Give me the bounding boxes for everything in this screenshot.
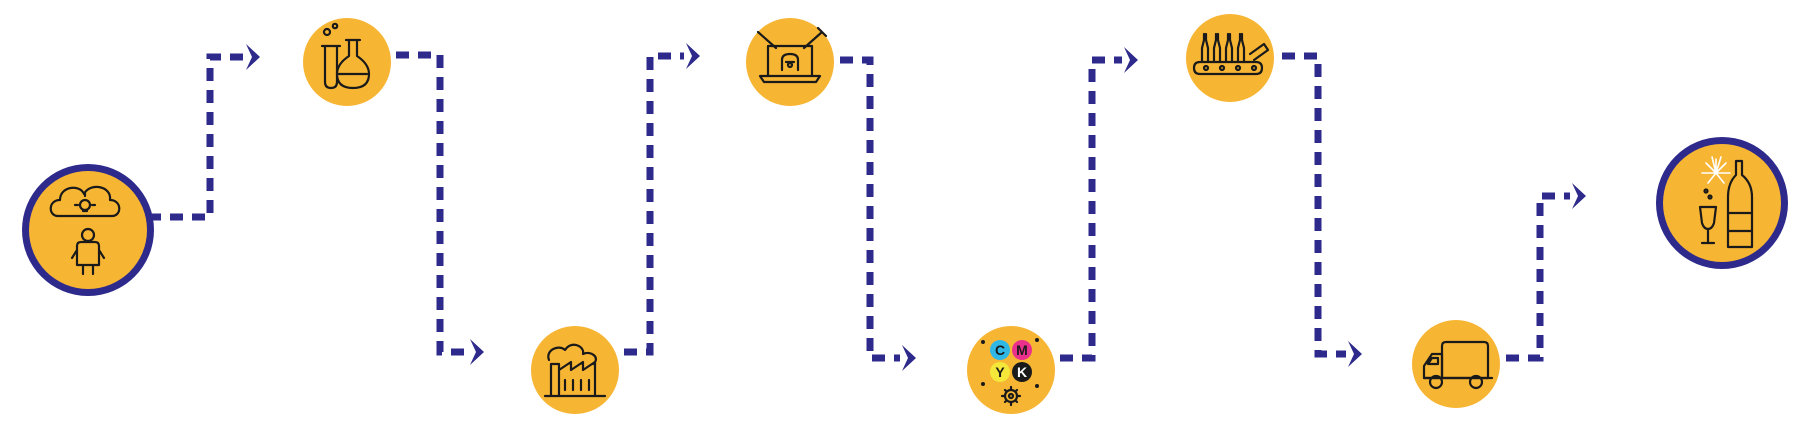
- cmyk-cyan-dot: [990, 340, 1010, 360]
- cmyk-letter-k: K: [1017, 364, 1027, 380]
- cmyk-letter-y: Y: [995, 364, 1005, 380]
- cmyk-magenta-dot: [1012, 340, 1032, 360]
- connector-5: [1060, 56, 1122, 362]
- node-factory-circle: [531, 326, 619, 414]
- arrowhead-2: [470, 339, 484, 365]
- delivery-truck-icon: [1422, 340, 1494, 390]
- connector-2: [396, 51, 468, 356]
- factory-icon: [543, 343, 607, 398]
- test-tube-flask-icon: [320, 22, 371, 90]
- node-delivery: [1412, 320, 1500, 408]
- bottling-conveyor-icon: [1192, 32, 1270, 76]
- connector-1: [148, 53, 245, 221]
- node-design: [746, 18, 834, 106]
- arrowhead-7: [1572, 183, 1586, 209]
- node-lab: [303, 18, 391, 106]
- node-lab-circle: [303, 18, 391, 106]
- arrowhead-1: [246, 44, 260, 70]
- cmyk-letter-m: M: [1016, 342, 1028, 358]
- laptop-design-pen-icon: [756, 26, 828, 84]
- node-bottling: [1186, 14, 1274, 102]
- connector-3: [624, 52, 684, 356]
- cloud-lightbulb-person-icon: [49, 185, 121, 276]
- fireworks-burst: [1701, 156, 1731, 184]
- cmyk-letter-c: C: [995, 342, 1005, 358]
- arrowhead-4: [902, 345, 916, 371]
- cmyk-gear-icon: C M Y K: [981, 338, 1039, 407]
- node-factory: [531, 326, 619, 414]
- node-bottling-circle: [1186, 14, 1274, 102]
- node-celebration: [1656, 137, 1788, 269]
- arrowhead-3: [686, 43, 700, 69]
- connectors: [148, 43, 1586, 371]
- gear-icon: [1000, 385, 1022, 407]
- connector-7: [1506, 192, 1570, 362]
- arrowhead-6: [1348, 341, 1362, 367]
- node-celebration-circle: [1663, 144, 1781, 262]
- connector-4: [840, 56, 900, 362]
- connector-6: [1282, 52, 1346, 358]
- cmyk-yellow-dot: [990, 362, 1010, 382]
- node-idea: [22, 164, 154, 296]
- node-print-circle: [967, 326, 1055, 414]
- champagne-fireworks-icon: [1698, 156, 1754, 249]
- arrowhead-5: [1124, 47, 1138, 73]
- node-print: C M Y K: [967, 326, 1055, 414]
- cmyk-key-dot: [1012, 362, 1032, 382]
